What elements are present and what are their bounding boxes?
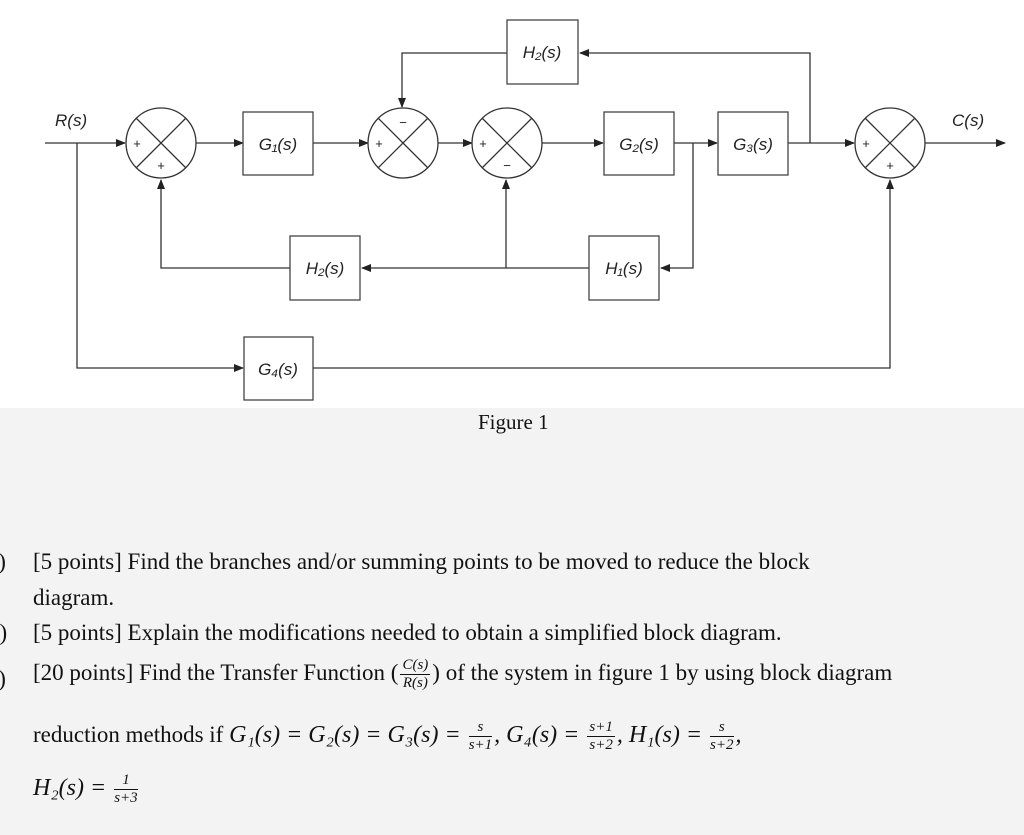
question-c-line2: reduction methods if G₁(s) = G₂(s) = G₃(… [33, 719, 742, 754]
denominator: s+1 [468, 737, 493, 753]
plus-sign: + [479, 136, 487, 151]
block-diagram: +++−+−++ R(s) C(s) G₁(s) G₂(s) G₃(s) G₄(… [0, 0, 1024, 408]
summing-junction-4: ++ [854, 107, 926, 179]
summing-junction-3: +− [471, 107, 543, 179]
tf-denominator: R(s) [402, 675, 428, 691]
plus-sign: + [133, 136, 141, 151]
block-g1-label: G₁(s) [259, 135, 297, 154]
block-g1 [242, 111, 314, 176]
figure-caption: Figure 1 [478, 410, 549, 434]
plus-sign: + [157, 158, 165, 173]
summing-junction-2: +− [367, 107, 439, 179]
block-h2-top [506, 19, 579, 85]
signal-lines [45, 49, 1006, 372]
block-h1 [588, 235, 660, 301]
plus-sign: + [886, 158, 894, 173]
block-h2-bottom [289, 235, 361, 301]
eq-h1: , H₁(s) = [616, 721, 709, 748]
numerator: 1 [114, 772, 138, 790]
block-h2-top-label: H₂(s) [523, 43, 562, 62]
minus-sign: − [399, 115, 407, 130]
summing-junction-1: ++ [125, 107, 197, 179]
block-g4-label: G₄(s) [258, 360, 298, 379]
output-label: C(s) [952, 111, 984, 130]
numerator: s+1 [587, 719, 615, 737]
question-b-label: b) [0, 620, 8, 645]
block-g3-label: G₃(s) [733, 135, 773, 154]
eq-g4: , G₄(s) = [494, 721, 586, 748]
block-diagram-svg: +++−+−++ R(s) C(s) G₁(s) G₂(s) G₃(s) G₄(… [45, 19, 1006, 401]
question-c-intro: [20 points] Find the Transfer Function ( [33, 659, 399, 685]
eq-g123: G₁(s) = G₂(s) = G₃(s) = [229, 721, 467, 748]
question-c-line1: [20 points] Find the Transfer Function (… [33, 657, 892, 692]
block-g4 [243, 336, 314, 401]
denominator: s+2 [710, 737, 734, 753]
plus-sign: + [375, 136, 383, 151]
question-a-line2: diagram. [33, 585, 115, 610]
question-a-label: a) [0, 549, 6, 575]
question-c-label: c) [0, 666, 6, 692]
question-a-line1: [5 points] Find the branches and/or summ… [33, 549, 810, 574]
block-h2-bottom-label: H₂(s) [306, 259, 345, 278]
block-h1-label: H₁(s) [605, 259, 642, 278]
comma: , [735, 721, 742, 748]
input-label: R(s) [55, 111, 87, 130]
numerator: s [710, 719, 734, 737]
block-g2-label: G₂(s) [619, 135, 659, 154]
minus-sign: − [503, 158, 511, 173]
tf-numerator: C(s) [400, 657, 431, 675]
block-g3 [717, 111, 789, 176]
plus-sign: + [862, 136, 870, 151]
question-c-after: ) of the system in figure 1 by using blo… [432, 659, 893, 685]
denominator: s+2 [589, 737, 613, 753]
question-b-text: [5 points] Explain the modifications nee… [33, 620, 782, 645]
transfer-function-fraction: C(s)R(s) [400, 657, 431, 692]
eq-h2: H₂(s) = [33, 774, 113, 801]
block-g2 [603, 111, 675, 176]
denominator: s+3 [114, 790, 138, 806]
question-c-prefix: reduction methods if [33, 721, 230, 747]
numerator: s [468, 719, 493, 737]
